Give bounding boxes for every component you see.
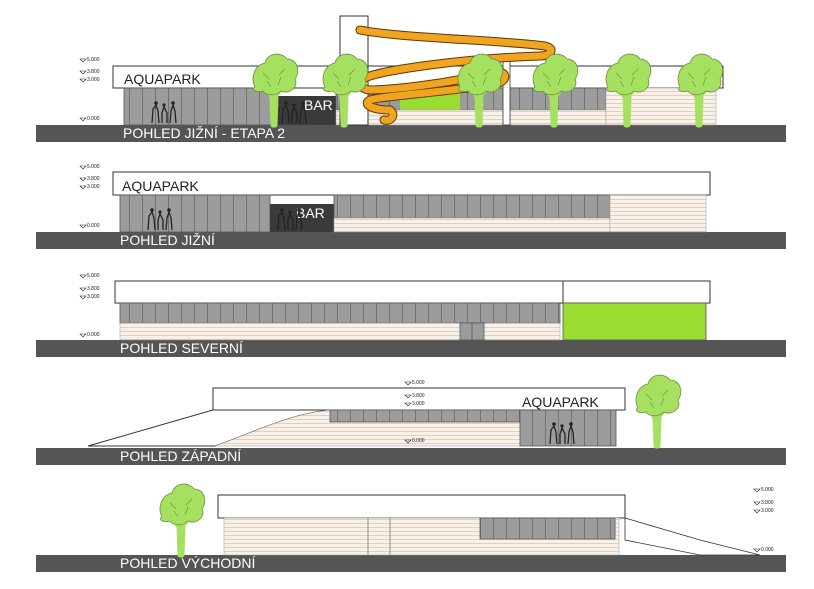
cladding-right <box>609 194 707 233</box>
svg-text:0.000: 0.000 <box>412 438 425 444</box>
view-title: POHLED VÝCHODNÍ <box>120 555 255 571</box>
roof-fascia <box>112 171 711 196</box>
svg-text:3.000: 3.000 <box>87 294 100 300</box>
view-title: POHLED ZÁPADNÍ <box>120 448 241 464</box>
view-west: POHLED ZÁPADNÍ AQUAPARK 5.000 3.800 3.00… <box>36 375 786 465</box>
svg-text:3.000: 3.000 <box>87 77 100 83</box>
view-south-phase2: POHLED JIŽNÍ - ETAPA 2 AQUAPARK BAR 5.00… <box>36 15 786 142</box>
view-title: POHLED JIŽNÍ - ETAPA 2 <box>123 125 285 141</box>
upper-glazing <box>333 194 611 219</box>
level-markers: 5.000 3.800 3.000 0.000 <box>79 164 100 229</box>
sign-aquapark: AQUAPARK <box>124 71 201 87</box>
view-title: POHLED SEVERNÍ <box>120 340 243 356</box>
upper-glazing <box>329 409 521 423</box>
level-markers: 5.000 3.800 3.000 0.000 <box>404 380 425 444</box>
svg-text:3.000: 3.000 <box>412 401 425 407</box>
sign-aquapark: AQUAPARK <box>122 178 199 194</box>
roof-fascia <box>114 280 564 304</box>
svg-text:3.800: 3.800 <box>761 500 774 506</box>
roof-fascia <box>217 494 626 519</box>
svg-text:3.000: 3.000 <box>87 184 100 190</box>
svg-text:3.800: 3.800 <box>87 176 100 182</box>
svg-text:5.000: 5.000 <box>87 273 100 279</box>
svg-text:0.000: 0.000 <box>761 547 774 553</box>
svg-text:0.000: 0.000 <box>87 116 100 122</box>
upper-glazing <box>119 302 561 324</box>
cladding <box>119 322 561 341</box>
sign-bar: BAR <box>304 97 333 113</box>
sign-aquapark: AQUAPARK <box>522 394 599 410</box>
svg-text:3.800: 3.800 <box>412 393 425 399</box>
ground-bar <box>36 448 786 465</box>
sign-bar: BAR <box>296 205 325 221</box>
svg-text:3.000: 3.000 <box>761 508 774 514</box>
svg-text:5.000: 5.000 <box>87 57 100 63</box>
tree-icon <box>160 484 205 555</box>
view-title: POHLED JIŽNÍ <box>120 232 215 248</box>
svg-text:0.000: 0.000 <box>87 332 100 338</box>
ground-bar <box>36 125 786 142</box>
ground-bar <box>36 232 786 249</box>
ground-bar <box>36 340 786 357</box>
green-panel <box>562 302 707 341</box>
svg-text:3.800: 3.800 <box>87 69 100 75</box>
level-markers: 5.000 3.800 3.000 0.000 <box>79 57 100 122</box>
level-markers: 5.000 3.800 3.000 0.000 <box>753 487 774 553</box>
upper-glazing <box>479 517 616 540</box>
cladding <box>333 217 611 233</box>
view-south: POHLED JIŽNÍ AQUAPARK BAR 5.000 3.800 3.… <box>36 164 786 249</box>
tree-icon <box>636 375 681 446</box>
roof-fascia <box>562 280 711 304</box>
glazed-facade <box>119 194 271 233</box>
svg-text:5.000: 5.000 <box>412 380 425 386</box>
ramp <box>624 517 761 556</box>
view-north: POHLED SEVERNÍ 5.000 3.800 3.000 0.000 <box>36 273 786 357</box>
view-east: POHLED VÝCHODNÍ 5.000 3.800 3.000 0.000 <box>36 484 786 572</box>
svg-text:5.000: 5.000 <box>87 164 100 170</box>
svg-text:3.800: 3.800 <box>87 286 100 292</box>
level-markers: 5.000 3.800 3.000 0.000 <box>79 273 100 338</box>
glazed-facade <box>123 87 275 126</box>
svg-text:0.000: 0.000 <box>87 223 100 229</box>
svg-text:5.000: 5.000 <box>761 487 774 493</box>
ground-bar <box>36 555 786 572</box>
